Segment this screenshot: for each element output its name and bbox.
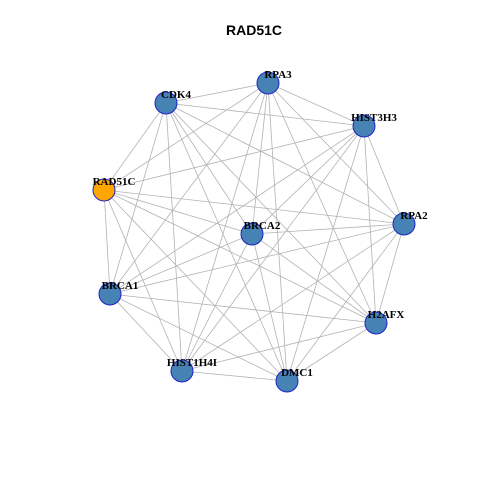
edge-hist3h3-brca1 — [109, 125, 365, 295]
edge-hist3h3-hist1h4i — [181, 125, 365, 372]
edge-rpa3-brca1 — [109, 82, 269, 295]
edge-hist1h4i-brca2 — [181, 233, 253, 372]
node-brca2 — [240, 222, 264, 246]
edge-hist3h3-h2afx — [363, 125, 377, 324]
node-rad51c — [92, 178, 116, 202]
edge-hist1h4i-cdk4 — [165, 102, 183, 372]
graph-title: RAD51C — [226, 22, 282, 38]
node-label-h2afx: H2AFX — [368, 309, 405, 321]
edge-rpa3-h2afx — [267, 82, 377, 324]
edge-brca1-rad51c — [103, 189, 111, 295]
edge-hist1h4i-rad51c — [103, 189, 183, 372]
edge-h2afx-brca2 — [251, 233, 377, 324]
edge-rpa2-dmc1 — [286, 223, 405, 382]
edge-dmc1-brca1 — [109, 293, 288, 382]
edge-h2afx-rad51c — [103, 189, 377, 324]
edge-rpa2-brca1 — [109, 223, 405, 295]
edge-rpa3-rad51c — [103, 82, 269, 191]
node-label-rpa3: RPA3 — [264, 69, 292, 81]
edge-cdk4-brca2 — [165, 102, 253, 235]
edge-rpa2-cdk4 — [165, 102, 405, 225]
edge-h2afx-dmc1 — [286, 322, 377, 382]
edge-hist3h3-rpa2 — [363, 125, 405, 225]
node-label-cdk4: CDK4 — [161, 89, 191, 101]
node-brca1 — [98, 282, 122, 306]
edge-h2afx-brca1 — [109, 293, 377, 324]
node-hist1h4i — [170, 359, 194, 383]
edge-rpa2-brca2 — [251, 223, 405, 235]
edge-hist3h3-brca2 — [251, 125, 365, 235]
edge-rad51c-brca2 — [103, 189, 253, 235]
edge-hist3h3-rad51c — [103, 125, 365, 191]
edge-brca1-cdk4 — [109, 102, 167, 295]
edge-rpa3-brca2 — [251, 82, 269, 235]
node-label-dmc1: DMC1 — [281, 367, 313, 379]
node-cdk4 — [154, 91, 178, 115]
node-label-rad51c: RAD51C — [93, 176, 136, 188]
node-hist3h3 — [352, 114, 376, 138]
edge-rpa2-h2afx — [375, 223, 405, 324]
edge-rpa3-cdk4 — [165, 82, 269, 104]
node-rpa3 — [256, 71, 280, 95]
edge-dmc1-brca2 — [251, 233, 288, 382]
node-label-brca2: BRCA2 — [244, 220, 281, 232]
node-label-hist1h4i: HIST1H4I — [167, 357, 217, 369]
edge-rpa2-rad51c — [103, 189, 405, 225]
edge-rpa2-hist1h4i — [181, 223, 405, 372]
node-label-rpa2: RPA2 — [400, 210, 428, 222]
edge-rpa3-hist3h3 — [267, 82, 365, 127]
edge-dmc1-rad51c — [103, 189, 288, 382]
edge-h2afx-cdk4 — [165, 102, 377, 324]
node-label-hist3h3: HIST3H3 — [351, 112, 397, 124]
edge-hist3h3-cdk4 — [165, 102, 365, 127]
node-h2afx — [364, 311, 388, 335]
edge-dmc1-cdk4 — [165, 102, 288, 382]
edge-brca1-brca2 — [109, 233, 253, 295]
edge-rpa3-hist1h4i — [181, 82, 269, 372]
edge-rad51c-cdk4 — [103, 102, 167, 191]
edge-hist3h3-dmc1 — [286, 125, 365, 382]
edge-hist1h4i-brca1 — [109, 293, 183, 372]
node-dmc1 — [275, 369, 299, 393]
edges-layer — [103, 82, 405, 382]
node-rpa2 — [392, 212, 416, 236]
edge-dmc1-hist1h4i — [181, 370, 288, 382]
node-label-brca1: BRCA1 — [102, 280, 139, 292]
nodes-layer — [92, 71, 416, 393]
